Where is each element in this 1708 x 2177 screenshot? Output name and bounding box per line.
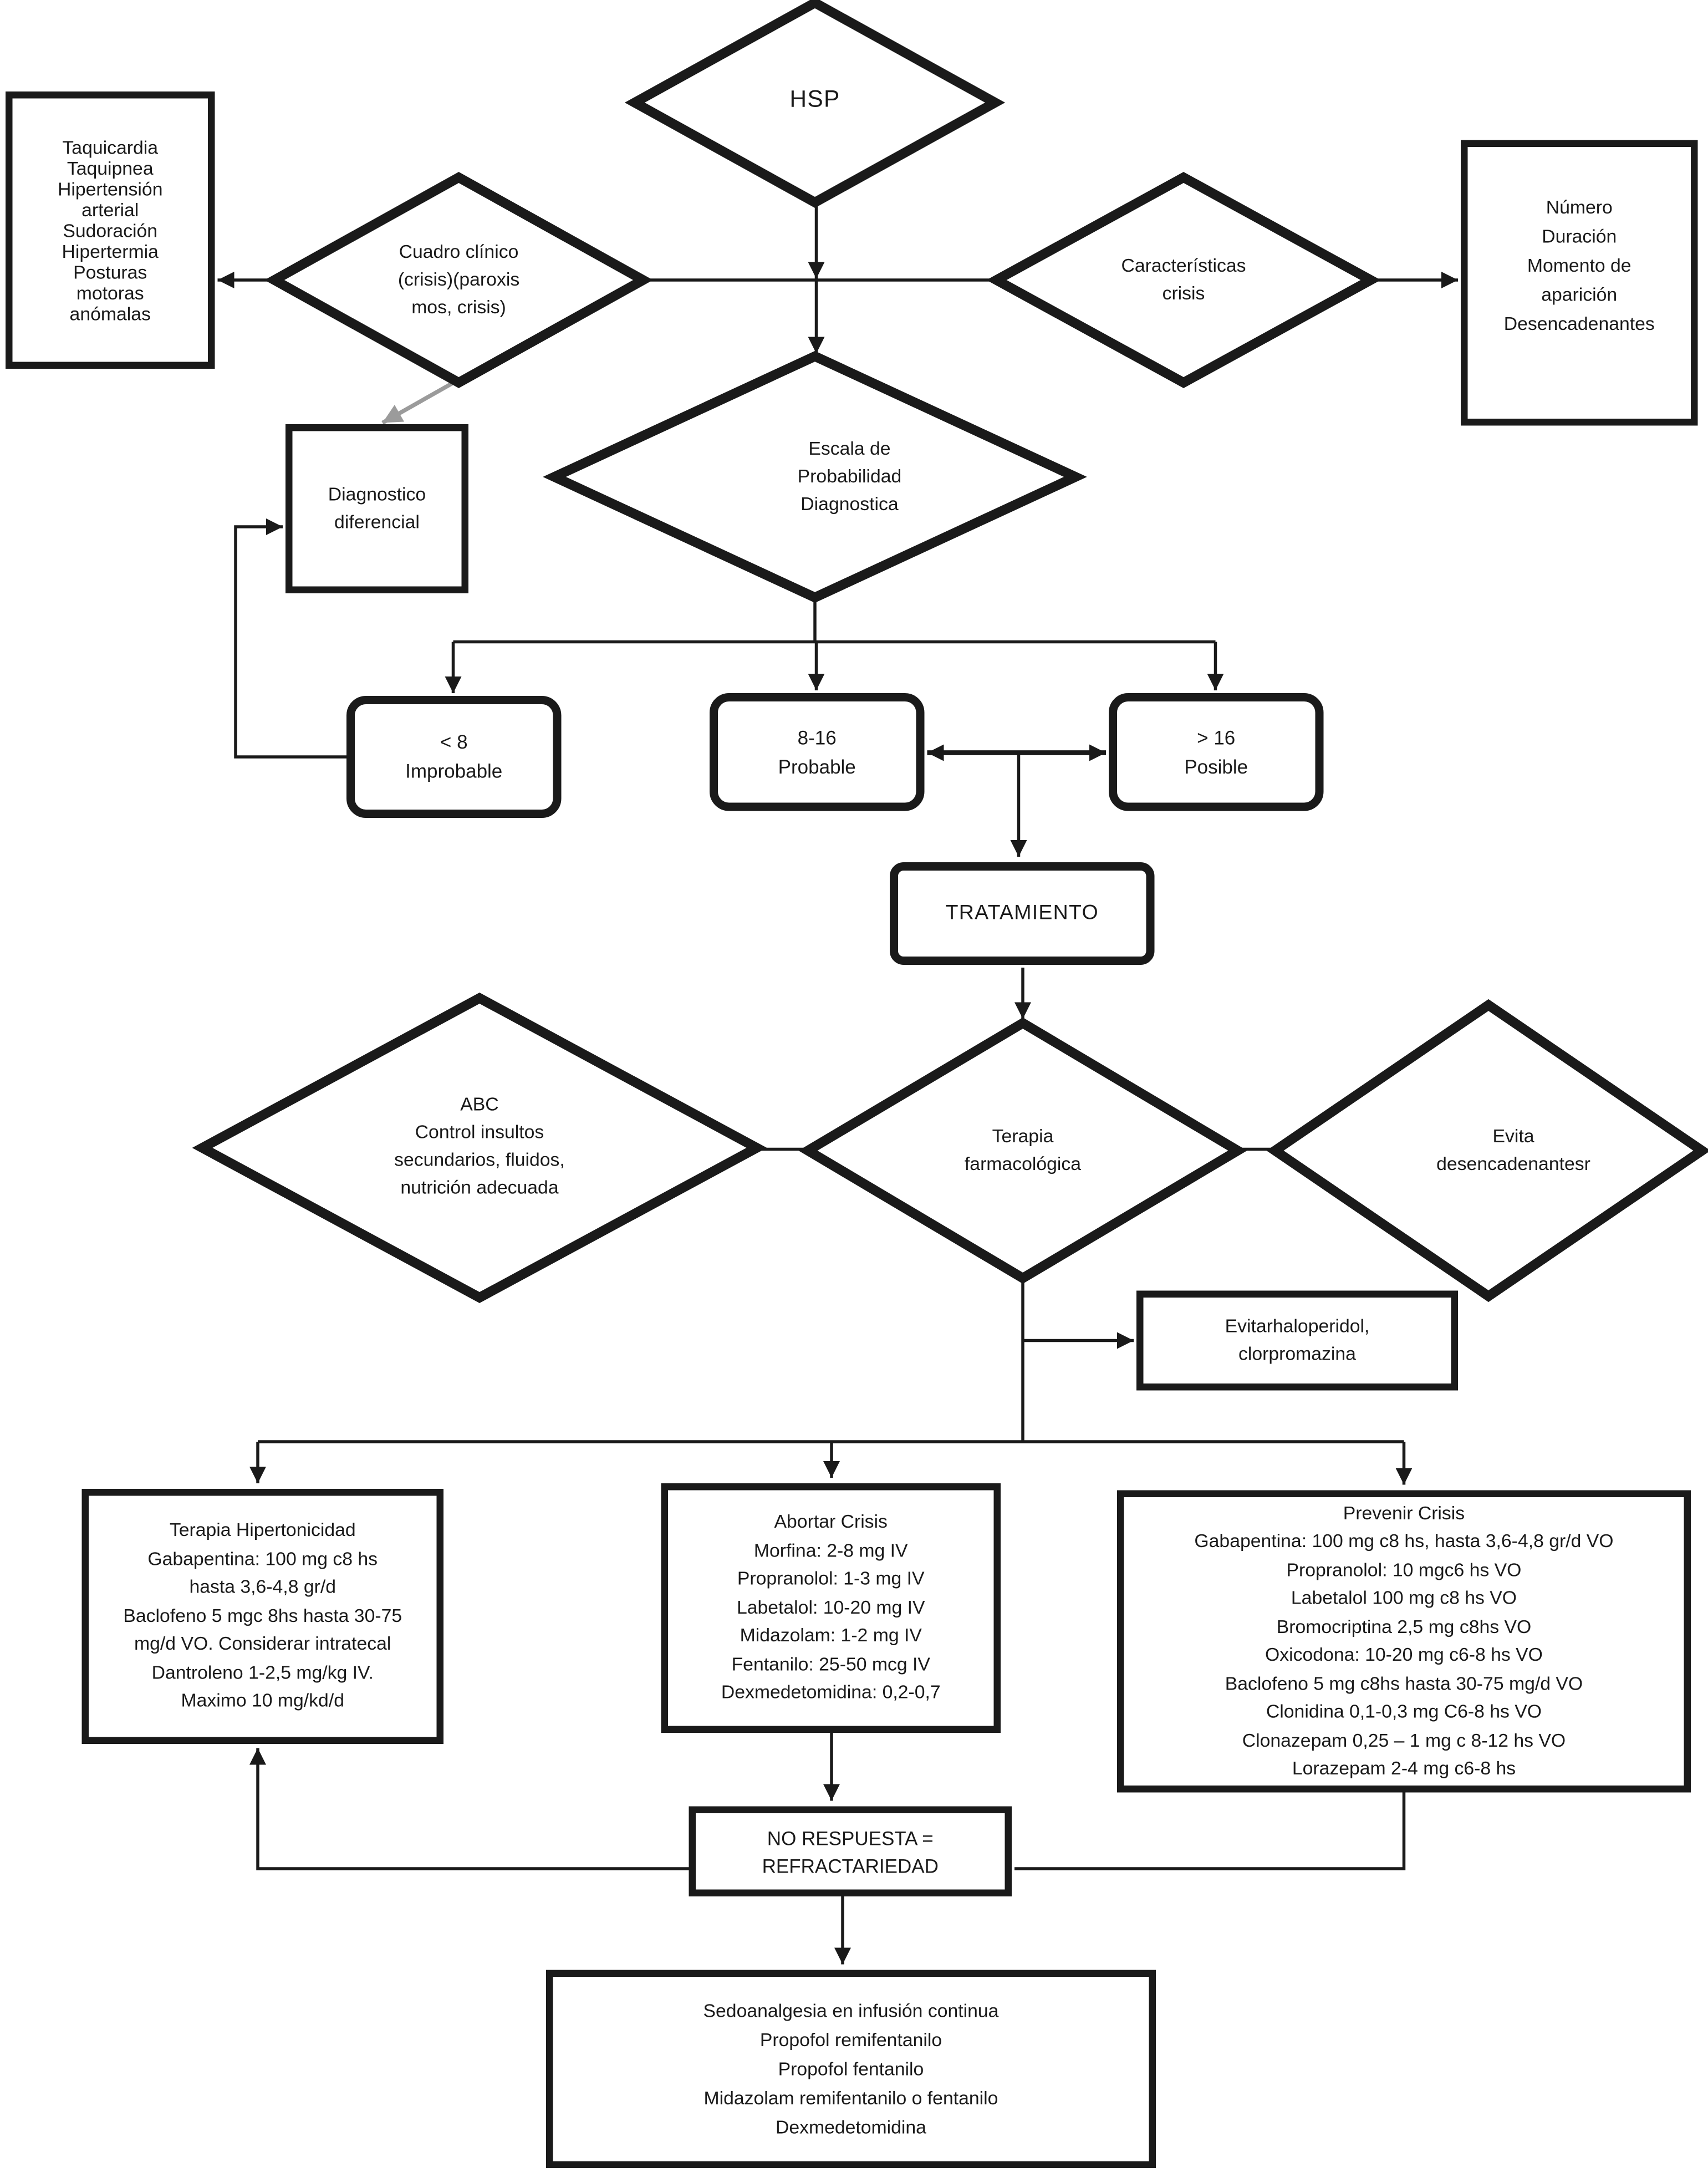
probable-box: 8-16 Probable xyxy=(710,693,925,811)
abc-diamond xyxy=(192,993,767,1303)
arrow-improbable-to-diagnostico xyxy=(234,518,346,759)
prevenir-crisis-box: Prevenir Crisis Gabapentina: 100 mg c8 h… xyxy=(1117,1490,1691,1793)
sedoanalgesia-text: Sedoanalgesia en infusión continua Propo… xyxy=(703,2000,999,2138)
crisis-caracteristicas-box: Número Duración Momento de aparición Des… xyxy=(1461,140,1698,426)
diagnostico-diferencial-box: Diagnostico diferencial xyxy=(285,424,468,593)
no-respuesta-box: NO RESPUESTA = REFRACTARIEDAD xyxy=(689,1806,1012,1896)
posible-text: > 16 Posible xyxy=(1184,725,1248,777)
posible-box: > 16 Posible xyxy=(1109,693,1324,811)
line-prevenir-to-norespuesta xyxy=(1014,1792,1406,1870)
probable-text: 8-16 Probable xyxy=(778,725,856,777)
evitar-farmacos-box: Evitarhaloperidol, clorpromazina xyxy=(1136,1290,1458,1391)
caracteristicas-label: Características crisis xyxy=(1121,255,1246,304)
terapia-hipertonicidad-box: Terapia Hipertonicidad Gabapentina: 100 … xyxy=(81,1489,443,1744)
improbable-text: < 8 Improbable xyxy=(405,730,503,782)
arrow-norespuesta-to-hipertonicidad xyxy=(249,1748,689,1870)
sintomas-box: Taquicardia Taquipnea Hipertensión arter… xyxy=(6,91,215,369)
escala-label: Escala de Probabilidad Diagnostica xyxy=(797,438,902,515)
crisis-caracteristicas-text: Número Duración Momento de aparición Des… xyxy=(1503,196,1655,334)
terapia-farmacologica-label: Terapia farmacológica xyxy=(964,1126,1082,1174)
sintomas-text: Taquicardia Taquipnea Hipertensión arter… xyxy=(57,136,163,324)
tratamiento-box: TRATAMIENTO xyxy=(890,862,1155,965)
prevenir-crisis-text: Prevenir Crisis Gabapentina: 100 mg c8 h… xyxy=(1194,1502,1614,1779)
no-respuesta-text: NO RESPUESTA = REFRACTARIEDAD xyxy=(762,1826,939,1876)
hsp-label: HSP xyxy=(789,86,840,113)
sedoanalgesia-box: Sedoanalgesia en infusión continua Propo… xyxy=(546,1970,1156,2168)
gray-arrow-cuadro-to-diagnostico xyxy=(381,379,457,425)
evita-desencadenantes-diamond xyxy=(1266,999,1708,1303)
terapia-farmacologica-diamond xyxy=(798,1017,1247,1284)
evitar-farmacos-text: Evitarhaloperidol, clorpromazina xyxy=(1225,1315,1370,1365)
tratamiento-label: TRATAMIENTO xyxy=(945,901,1099,925)
escala-diamond xyxy=(543,350,1087,603)
caracteristicas-diamond xyxy=(986,172,1381,388)
cuadro-clinico-label: Cuadro clínico (crisis)(paroxis mos, cri… xyxy=(397,241,520,318)
abortar-crisis-text: Abortar Crisis Morfina: 2-8 mg IV Propra… xyxy=(721,1511,941,1703)
cuadro-clinico-diamond xyxy=(264,171,653,389)
improbable-box: < 8 Improbable xyxy=(346,696,562,818)
abortar-crisis-box: Abortar Crisis Morfina: 2-8 mg IV Propra… xyxy=(661,1483,1001,1733)
abc-label: ABC Control insultos secundarios, fluido… xyxy=(394,1093,565,1198)
evita-desencadenantes-label: Evita desencadenantesr xyxy=(1436,1126,1590,1174)
diagnostico-diferencial-text: Diagnostico diferencial xyxy=(328,484,426,533)
hsp-diamond xyxy=(624,0,1006,208)
terapia-hipertonicidad-text: Terapia Hipertonicidad Gabapentina: 100 … xyxy=(123,1519,402,1711)
